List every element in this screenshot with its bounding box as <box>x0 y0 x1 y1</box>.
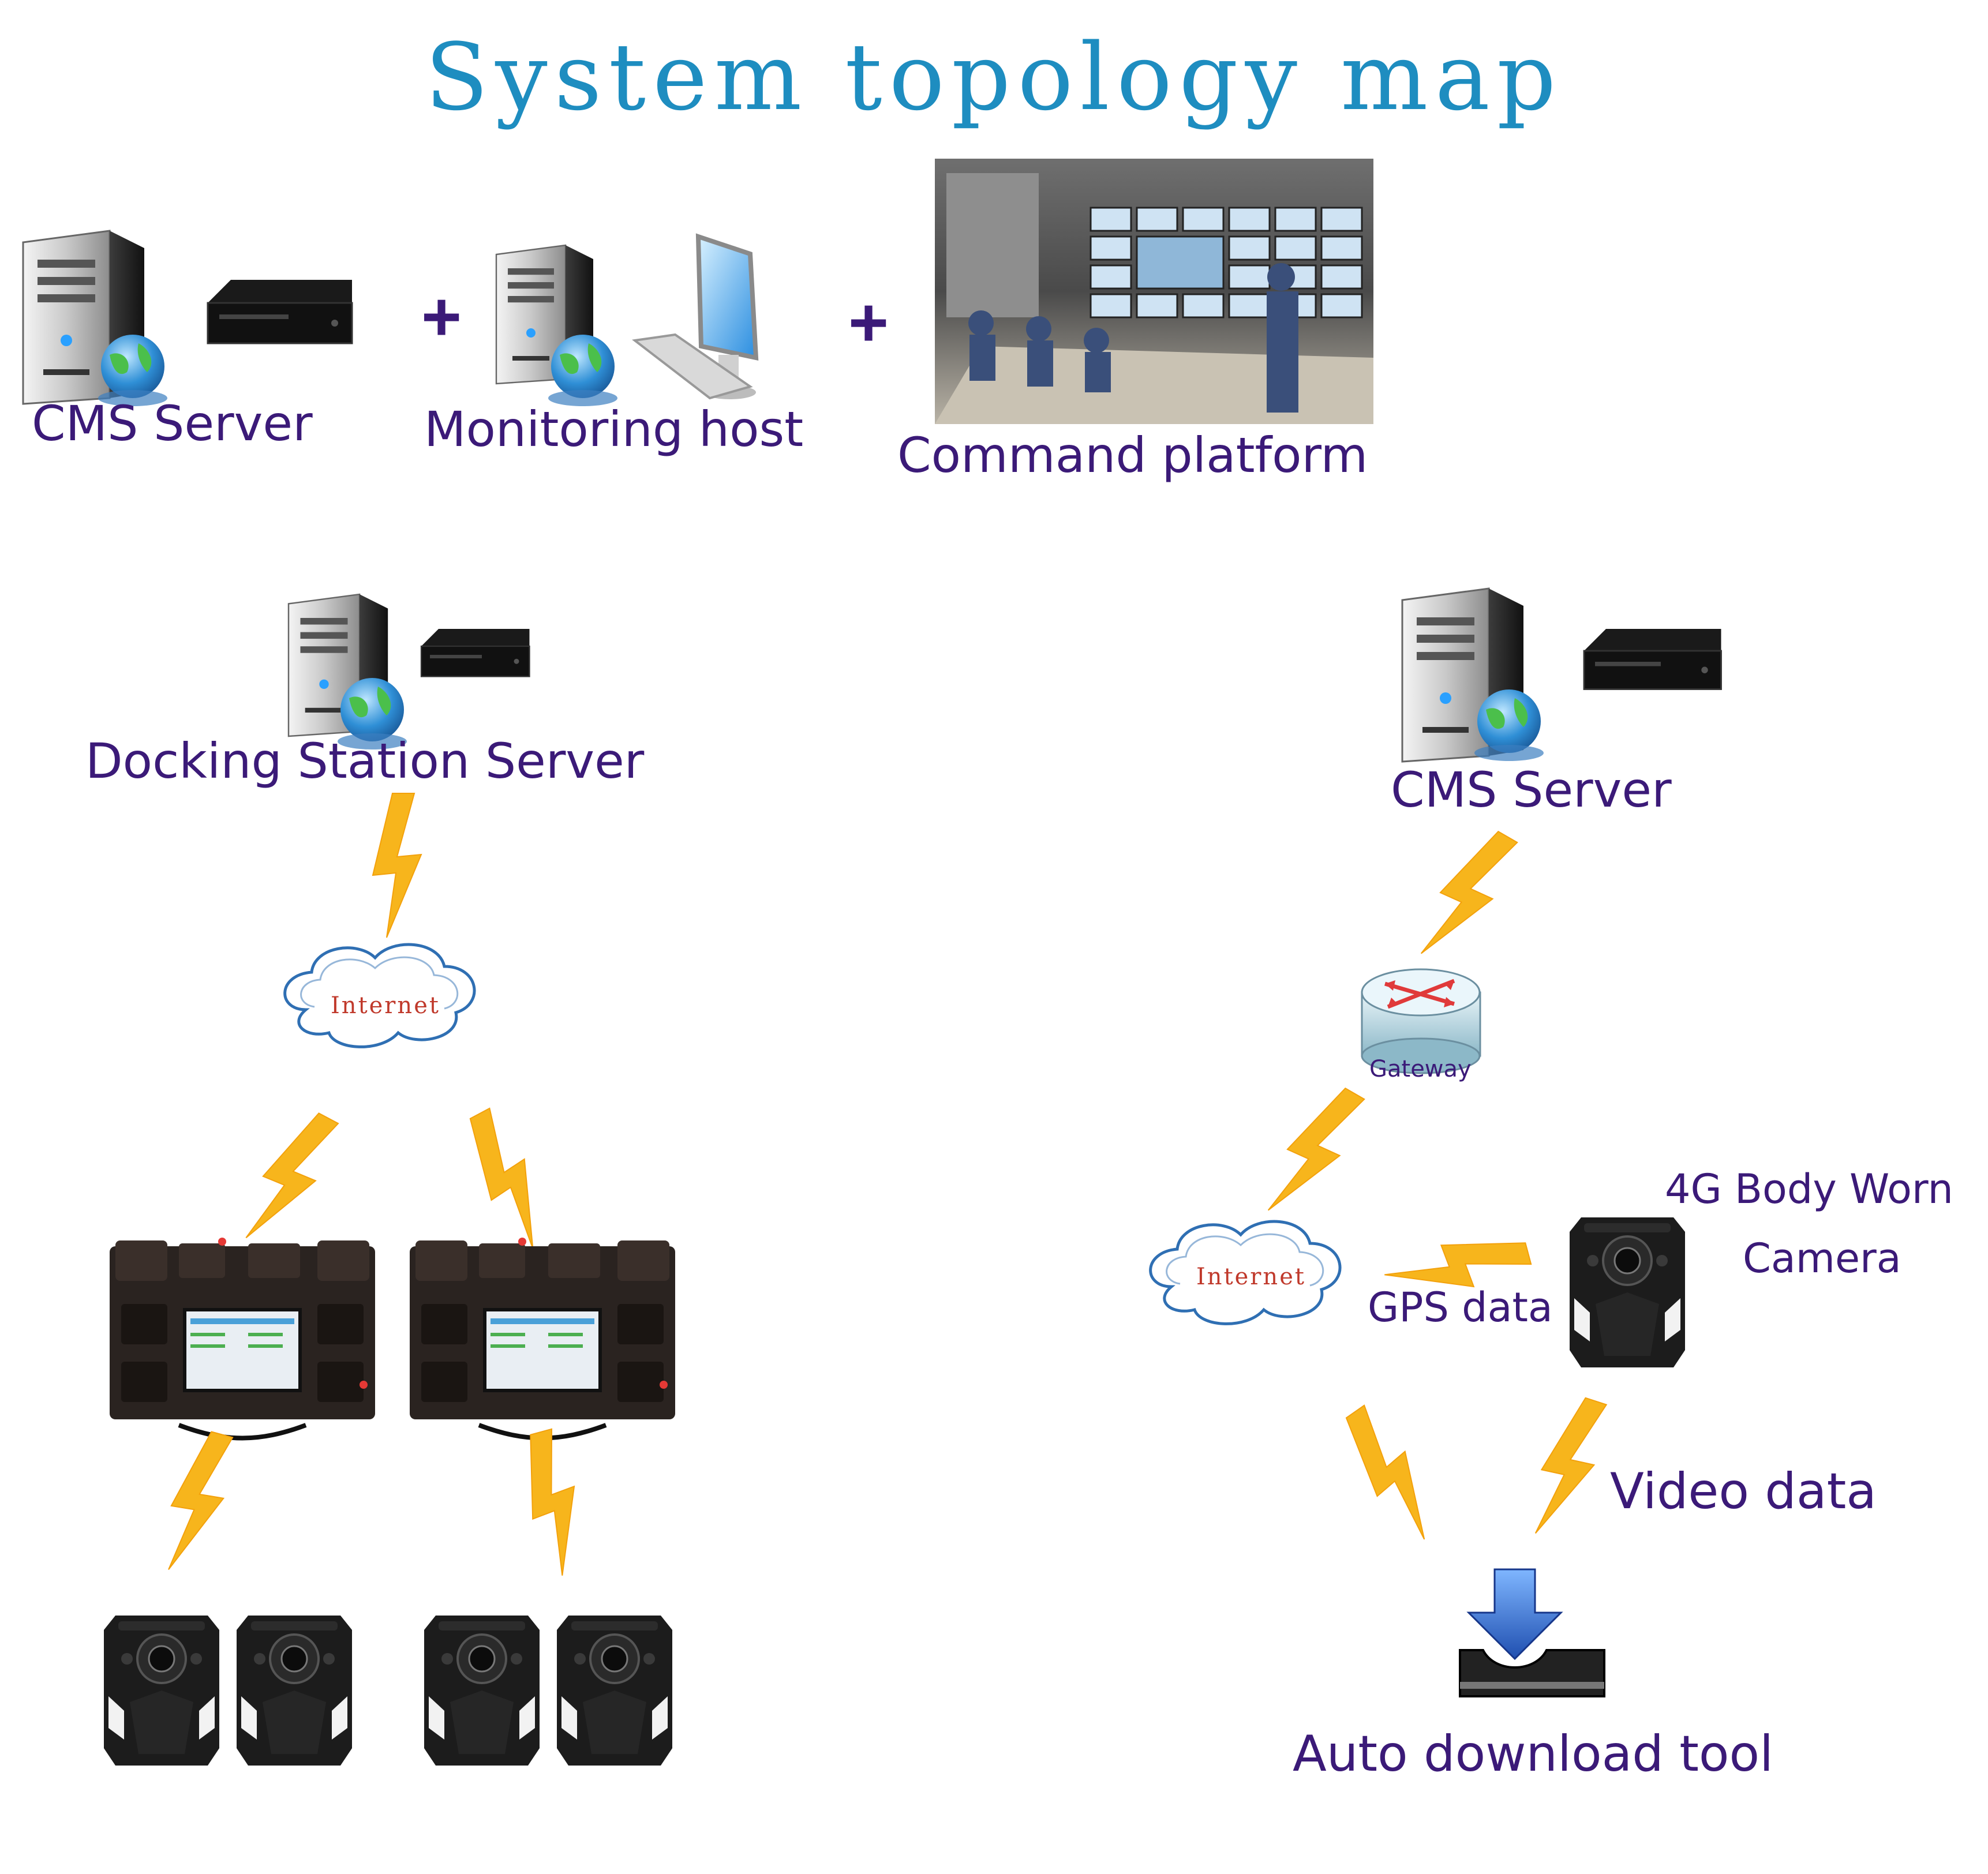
docking-station-server-label: Docking Station Server <box>85 733 645 789</box>
right-cms-server-group <box>1401 587 1722 763</box>
left-internet-label: Internet <box>331 992 440 1019</box>
plus-sign: + <box>421 278 462 355</box>
lightning-link-icon <box>511 1426 597 1580</box>
lightning-link-icon <box>452 1104 564 1256</box>
body-worn-camera-label-line1: 4G Body Worn <box>1665 1165 1953 1213</box>
lightning-link-icon <box>1408 821 1524 972</box>
body-camera-icon <box>556 1614 673 1767</box>
body-worn-camera-label-line2: Camera <box>1743 1235 1901 1282</box>
body-camera-icon <box>235 1614 353 1767</box>
body-camera-icon <box>423 1614 541 1767</box>
lightning-link-icon <box>1521 1391 1614 1545</box>
right-internet-label: Internet <box>1196 1264 1306 1290</box>
rack-unit-icon <box>207 279 353 344</box>
body-camera-icon <box>1568 1216 1686 1369</box>
docking-station-icon <box>110 1238 375 1438</box>
video-data-label: Video data <box>1610 1463 1877 1520</box>
lightning-link-icon <box>233 1103 345 1255</box>
download-tray-icon <box>1459 1568 1605 1697</box>
docking-station-icon <box>410 1238 675 1438</box>
plus-sign: + <box>848 284 889 361</box>
top-cms-server-label: CMS Server <box>32 395 313 452</box>
docking-station-server-group <box>287 593 530 749</box>
command-platform-label: Command platform <box>897 427 1368 484</box>
right-cms-server-label: CMS Server <box>1391 762 1672 818</box>
body-camera-icon <box>103 1614 220 1767</box>
diagram-title: System topology map <box>425 23 1563 131</box>
lightning-link-icon <box>372 793 422 938</box>
rack-unit-icon <box>1583 628 1722 690</box>
keyboard-icon <box>632 333 753 400</box>
lightning-link-icon <box>1330 1400 1454 1548</box>
monitoring-host-group <box>495 233 759 406</box>
gps-data-label: GPS data <box>1368 1284 1553 1331</box>
auto-download-tool-label: Auto download tool <box>1293 1725 1774 1783</box>
rack-unit-icon <box>420 628 530 677</box>
monitoring-host-label: Monitoring host <box>424 401 804 458</box>
lightning-link-icon <box>154 1426 240 1579</box>
command-center-photo <box>935 159 1373 424</box>
lightning-link-icon <box>1255 1078 1371 1228</box>
top-cms-server-group <box>22 230 353 406</box>
router-icon <box>1361 968 1481 1074</box>
gateway-label: Gateway <box>1369 1056 1472 1082</box>
